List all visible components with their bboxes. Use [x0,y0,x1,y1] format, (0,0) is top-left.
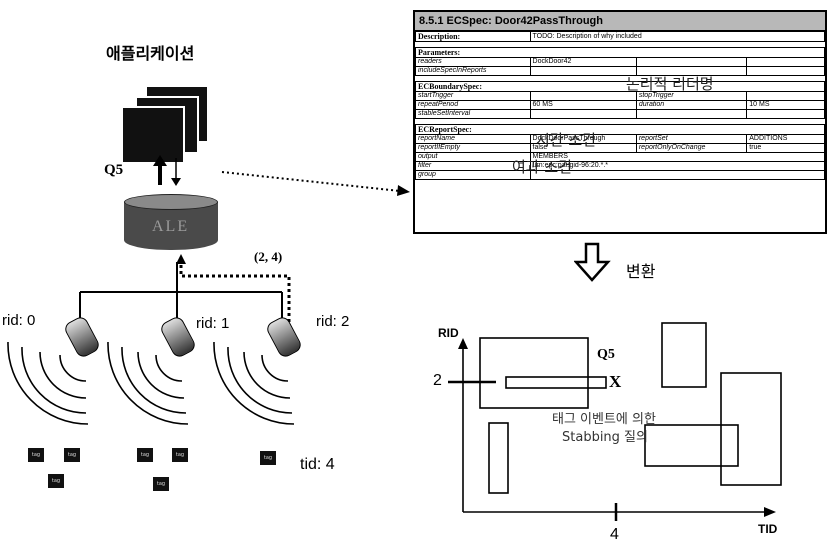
caption-line-1: 태그 이벤트에 의한 [552,408,656,427]
y-tick-label: 2 [433,372,442,390]
caption-line-2: Stabbing 질의 [562,426,648,445]
y-axis-label: RID [438,326,459,340]
graph-query-label: Q5 [597,347,615,363]
stab-point-marker: X [609,372,621,392]
x-axis-label: TID [758,522,777,536]
x-tick-label: 4 [610,526,619,544]
